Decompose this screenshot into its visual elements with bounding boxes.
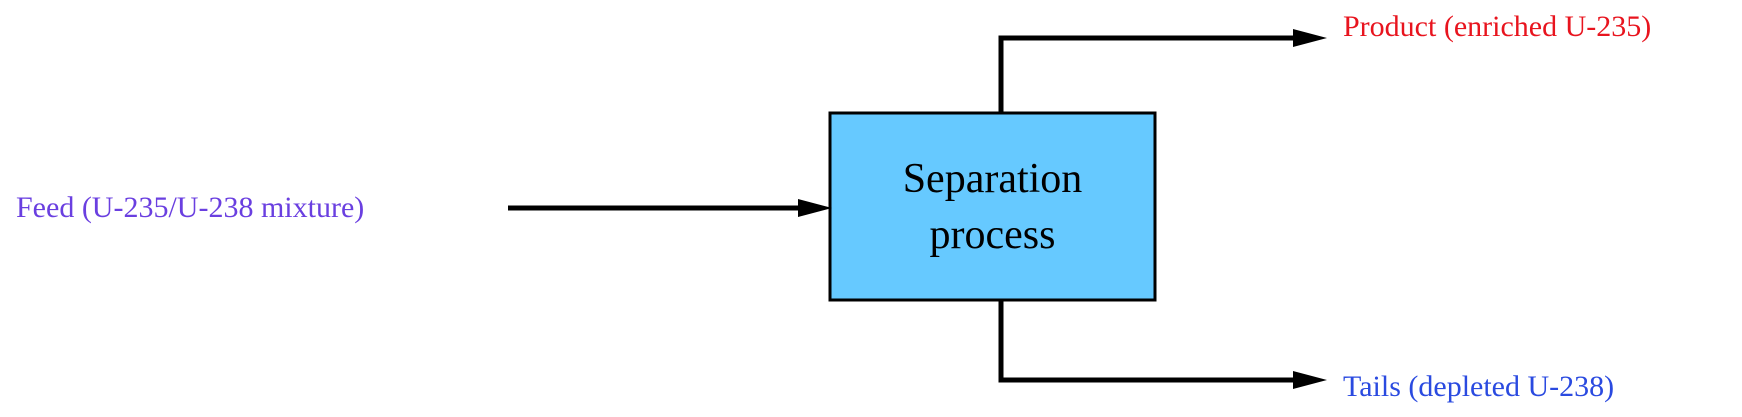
tails-arrow-line bbox=[998, 300, 1305, 383]
product-label: Product (enriched U-235) bbox=[1343, 10, 1652, 43]
tails-label: Tails (depleted U-238) bbox=[1343, 370, 1615, 403]
feed-label: Feed (U-235/U-238 mixture) bbox=[16, 191, 365, 224]
feed-arrowhead bbox=[798, 199, 832, 217]
product-arrowhead bbox=[1293, 29, 1327, 47]
separation-process-box bbox=[828, 111, 1157, 302]
process-label-line1: Separation bbox=[902, 155, 1083, 202]
tails-arrowhead bbox=[1293, 371, 1327, 389]
process-label-line2: process bbox=[929, 211, 1056, 258]
product-arrow-line bbox=[998, 35, 1305, 113]
process-label: Separation process bbox=[830, 113, 1155, 300]
